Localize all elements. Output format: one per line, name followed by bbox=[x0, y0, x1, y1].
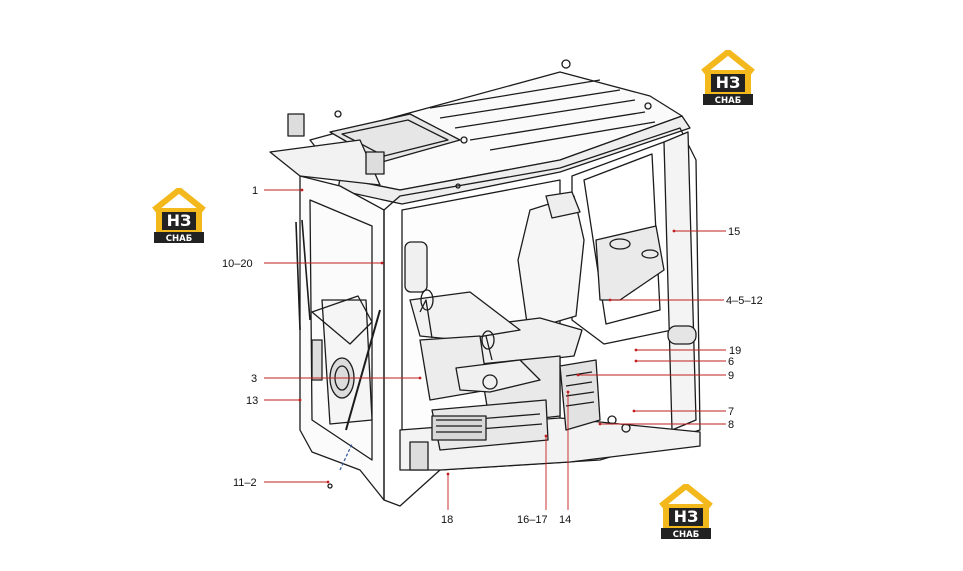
callout-label: 9 bbox=[728, 370, 734, 382]
callout-4-5-12: 4–5–12 bbox=[608, 295, 763, 307]
callout-leader-dot bbox=[418, 376, 422, 380]
callout-leader-dot bbox=[634, 348, 638, 352]
svg-text:СНАБ: СНАБ bbox=[166, 234, 192, 244]
air-filter-panel bbox=[559, 359, 601, 431]
callout-15: 15 bbox=[672, 226, 740, 238]
callout-16-17: 16–17 bbox=[517, 434, 548, 526]
callout-leader-dot bbox=[300, 188, 304, 192]
sun-visor bbox=[269, 139, 381, 186]
callout-label: 13 bbox=[246, 395, 258, 407]
callout-label: 16–17 bbox=[517, 514, 548, 526]
callout-label: 19 bbox=[729, 345, 741, 357]
callout-6: 6 bbox=[634, 356, 734, 368]
wiper-arm bbox=[295, 219, 311, 331]
rear-console bbox=[595, 225, 665, 301]
callout-layer: 1 10–20 3 13 11–2 18 16–17 14 15 4–5–12 196 9 78 bbox=[222, 185, 763, 526]
cab-front-frame bbox=[383, 127, 701, 507]
callout-leader-dot bbox=[576, 373, 580, 377]
callout-7: 7 bbox=[632, 406, 734, 418]
cab-drawing bbox=[269, 59, 701, 507]
callout-leader-dot bbox=[298, 398, 302, 402]
callout-label: 8 bbox=[728, 419, 734, 431]
callout-label: 7 bbox=[728, 406, 734, 418]
brand-logo-top-right: НЗ СНАБ bbox=[697, 50, 759, 106]
svg-text:НЗ: НЗ bbox=[167, 211, 192, 230]
callout-10-20: 10–20 bbox=[222, 258, 384, 270]
callout-11-2: 11–2 bbox=[233, 477, 330, 489]
brand-logo-left: НЗ СНАБ bbox=[148, 188, 210, 244]
callout-18: 18 bbox=[441, 472, 453, 526]
callout-leader-dot bbox=[566, 390, 570, 394]
callout-leader-dot bbox=[608, 298, 612, 302]
callout-19: 19 bbox=[634, 345, 741, 357]
svg-text:СНАБ: СНАБ bbox=[715, 96, 741, 106]
callout-label: 3 bbox=[251, 373, 257, 385]
callout-13: 13 bbox=[246, 395, 302, 407]
left-console bbox=[409, 291, 521, 341]
callout-9: 9 bbox=[576, 370, 734, 382]
callout-8: 8 bbox=[598, 419, 734, 431]
callout-label: 15 bbox=[728, 226, 740, 238]
callout-leader-dot bbox=[672, 229, 676, 233]
callout-leader-dot bbox=[634, 359, 638, 363]
callout-14: 14 bbox=[559, 390, 571, 526]
callout-leader-dot bbox=[326, 480, 330, 484]
callout-leader-dot bbox=[632, 409, 636, 413]
callout-label: 18 bbox=[441, 514, 453, 526]
callout-label: 1 bbox=[252, 185, 258, 197]
svg-text:СНАБ: СНАБ bbox=[673, 530, 699, 540]
callout-leader-dot bbox=[446, 472, 450, 476]
right-console bbox=[455, 359, 541, 393]
brand-logo-bottom-right: НЗ СНАБ bbox=[655, 484, 717, 540]
callout-leader-dot bbox=[380, 261, 384, 265]
callout-label: 6 bbox=[728, 356, 734, 368]
callout-3: 3 bbox=[251, 373, 422, 385]
callout-label: 11–2 bbox=[233, 477, 257, 489]
foot-pedal bbox=[409, 441, 429, 471]
work-lamp-center bbox=[365, 151, 385, 175]
callout-label: 14 bbox=[559, 514, 571, 526]
callout-label: 10–20 bbox=[222, 258, 253, 270]
rear-view-mirror bbox=[404, 241, 428, 293]
callout-label: 4–5–12 bbox=[726, 295, 763, 307]
work-lamp-left bbox=[287, 113, 305, 137]
svg-text:НЗ: НЗ bbox=[674, 507, 699, 526]
callout-leader-dot bbox=[544, 434, 548, 438]
callout-leader-dot bbox=[598, 422, 602, 426]
svg-text:НЗ: НЗ bbox=[716, 73, 741, 92]
callout-1: 1 bbox=[252, 185, 304, 197]
